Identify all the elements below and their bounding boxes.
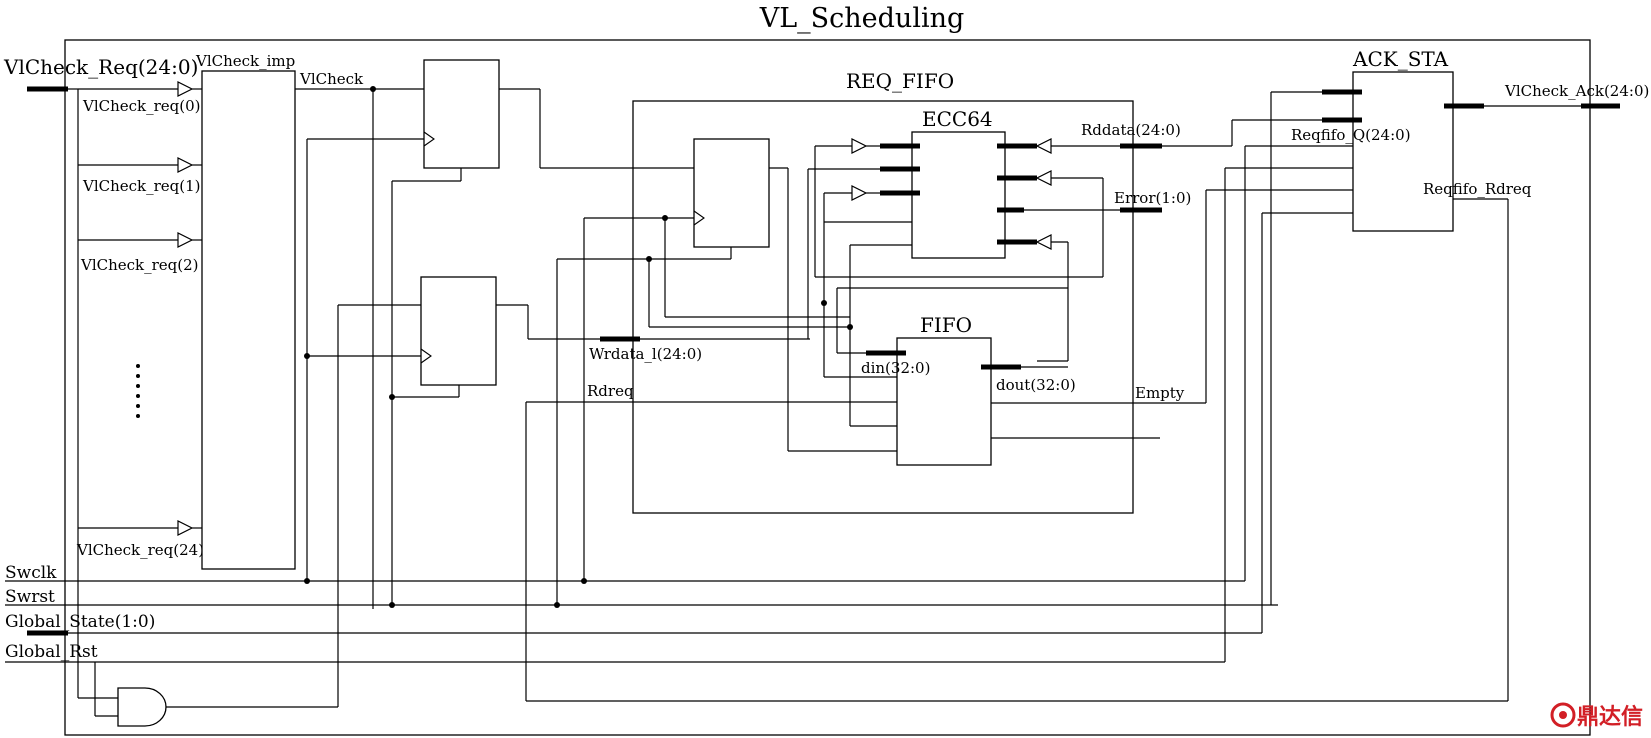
fifo-block <box>896 337 992 466</box>
rdreq-label: Rdreq <box>587 382 634 400</box>
swrst-label: Swrst <box>5 587 55 607</box>
and-gate <box>78 304 421 727</box>
vlcheck-req-bus-label: VlCheck_Req(24:0) <box>3 55 198 79</box>
vlcheck-imp-label: VlCheck_imp <box>195 52 295 70</box>
module-border <box>64 39 1591 736</box>
request-line-1 <box>78 157 202 173</box>
dout-label: dout(32:0) <box>996 376 1076 394</box>
request-line-0 <box>78 81 202 97</box>
global-rst-label: Global_Rst <box>5 642 98 662</box>
vlcheck-imp-block <box>201 70 296 570</box>
request-label-24: VlCheck_req(24) <box>76 541 204 559</box>
req-fifo-label: REQ_FIFO <box>846 69 954 93</box>
request-label-2: VlCheck_req(2) <box>80 256 199 274</box>
logo-text: 鼎达信 <box>1577 704 1643 730</box>
din-label: din(32:0) <box>861 359 930 377</box>
global-state-label: Global_State(1:0) <box>5 612 155 632</box>
error-label: Error(1:0) <box>1114 189 1191 207</box>
swclk-label: Swclk <box>5 563 57 583</box>
vlcheck-ack-label: VlCheck_Ack(24:0) <box>1504 82 1649 100</box>
empty-label: Empty <box>1135 384 1185 402</box>
request-line-2 <box>78 232 202 248</box>
ecc64-label: ECC64 <box>922 107 993 131</box>
wrdata-label: Wrdata_l(24:0) <box>589 345 702 363</box>
flipflop-3 <box>693 138 770 248</box>
reqfifo-rdreq-label: Reqfifo_Rdreq <box>1423 180 1532 198</box>
request-ellipsis: ⋮ <box>136 364 140 418</box>
flipflop-2 <box>420 276 497 386</box>
rddata-label: Rddata(24:0) <box>1081 121 1181 139</box>
fifo-label: FIFO <box>920 313 972 337</box>
diagram-title: VL_Scheduling <box>759 3 965 34</box>
request-label-1: VlCheck_req(1) <box>82 177 201 195</box>
ecc64-block <box>911 131 1006 259</box>
req-fifo-block <box>632 100 1134 514</box>
logo: 鼎达信 <box>1550 702 1643 730</box>
request-label-0: VlCheck_req(0) <box>82 97 201 115</box>
flipflop-1 <box>423 59 500 169</box>
ack-sta-label: ACK_STA <box>1352 47 1449 71</box>
request-line-24 <box>78 520 202 536</box>
ack-sta-block <box>1352 71 1454 232</box>
vlcheck-req-bus <box>27 86 79 698</box>
vlcheck-label: VlCheck <box>299 70 364 88</box>
reqfifo-q-label: Reqfifo_Q(24:0) <box>1291 126 1411 144</box>
